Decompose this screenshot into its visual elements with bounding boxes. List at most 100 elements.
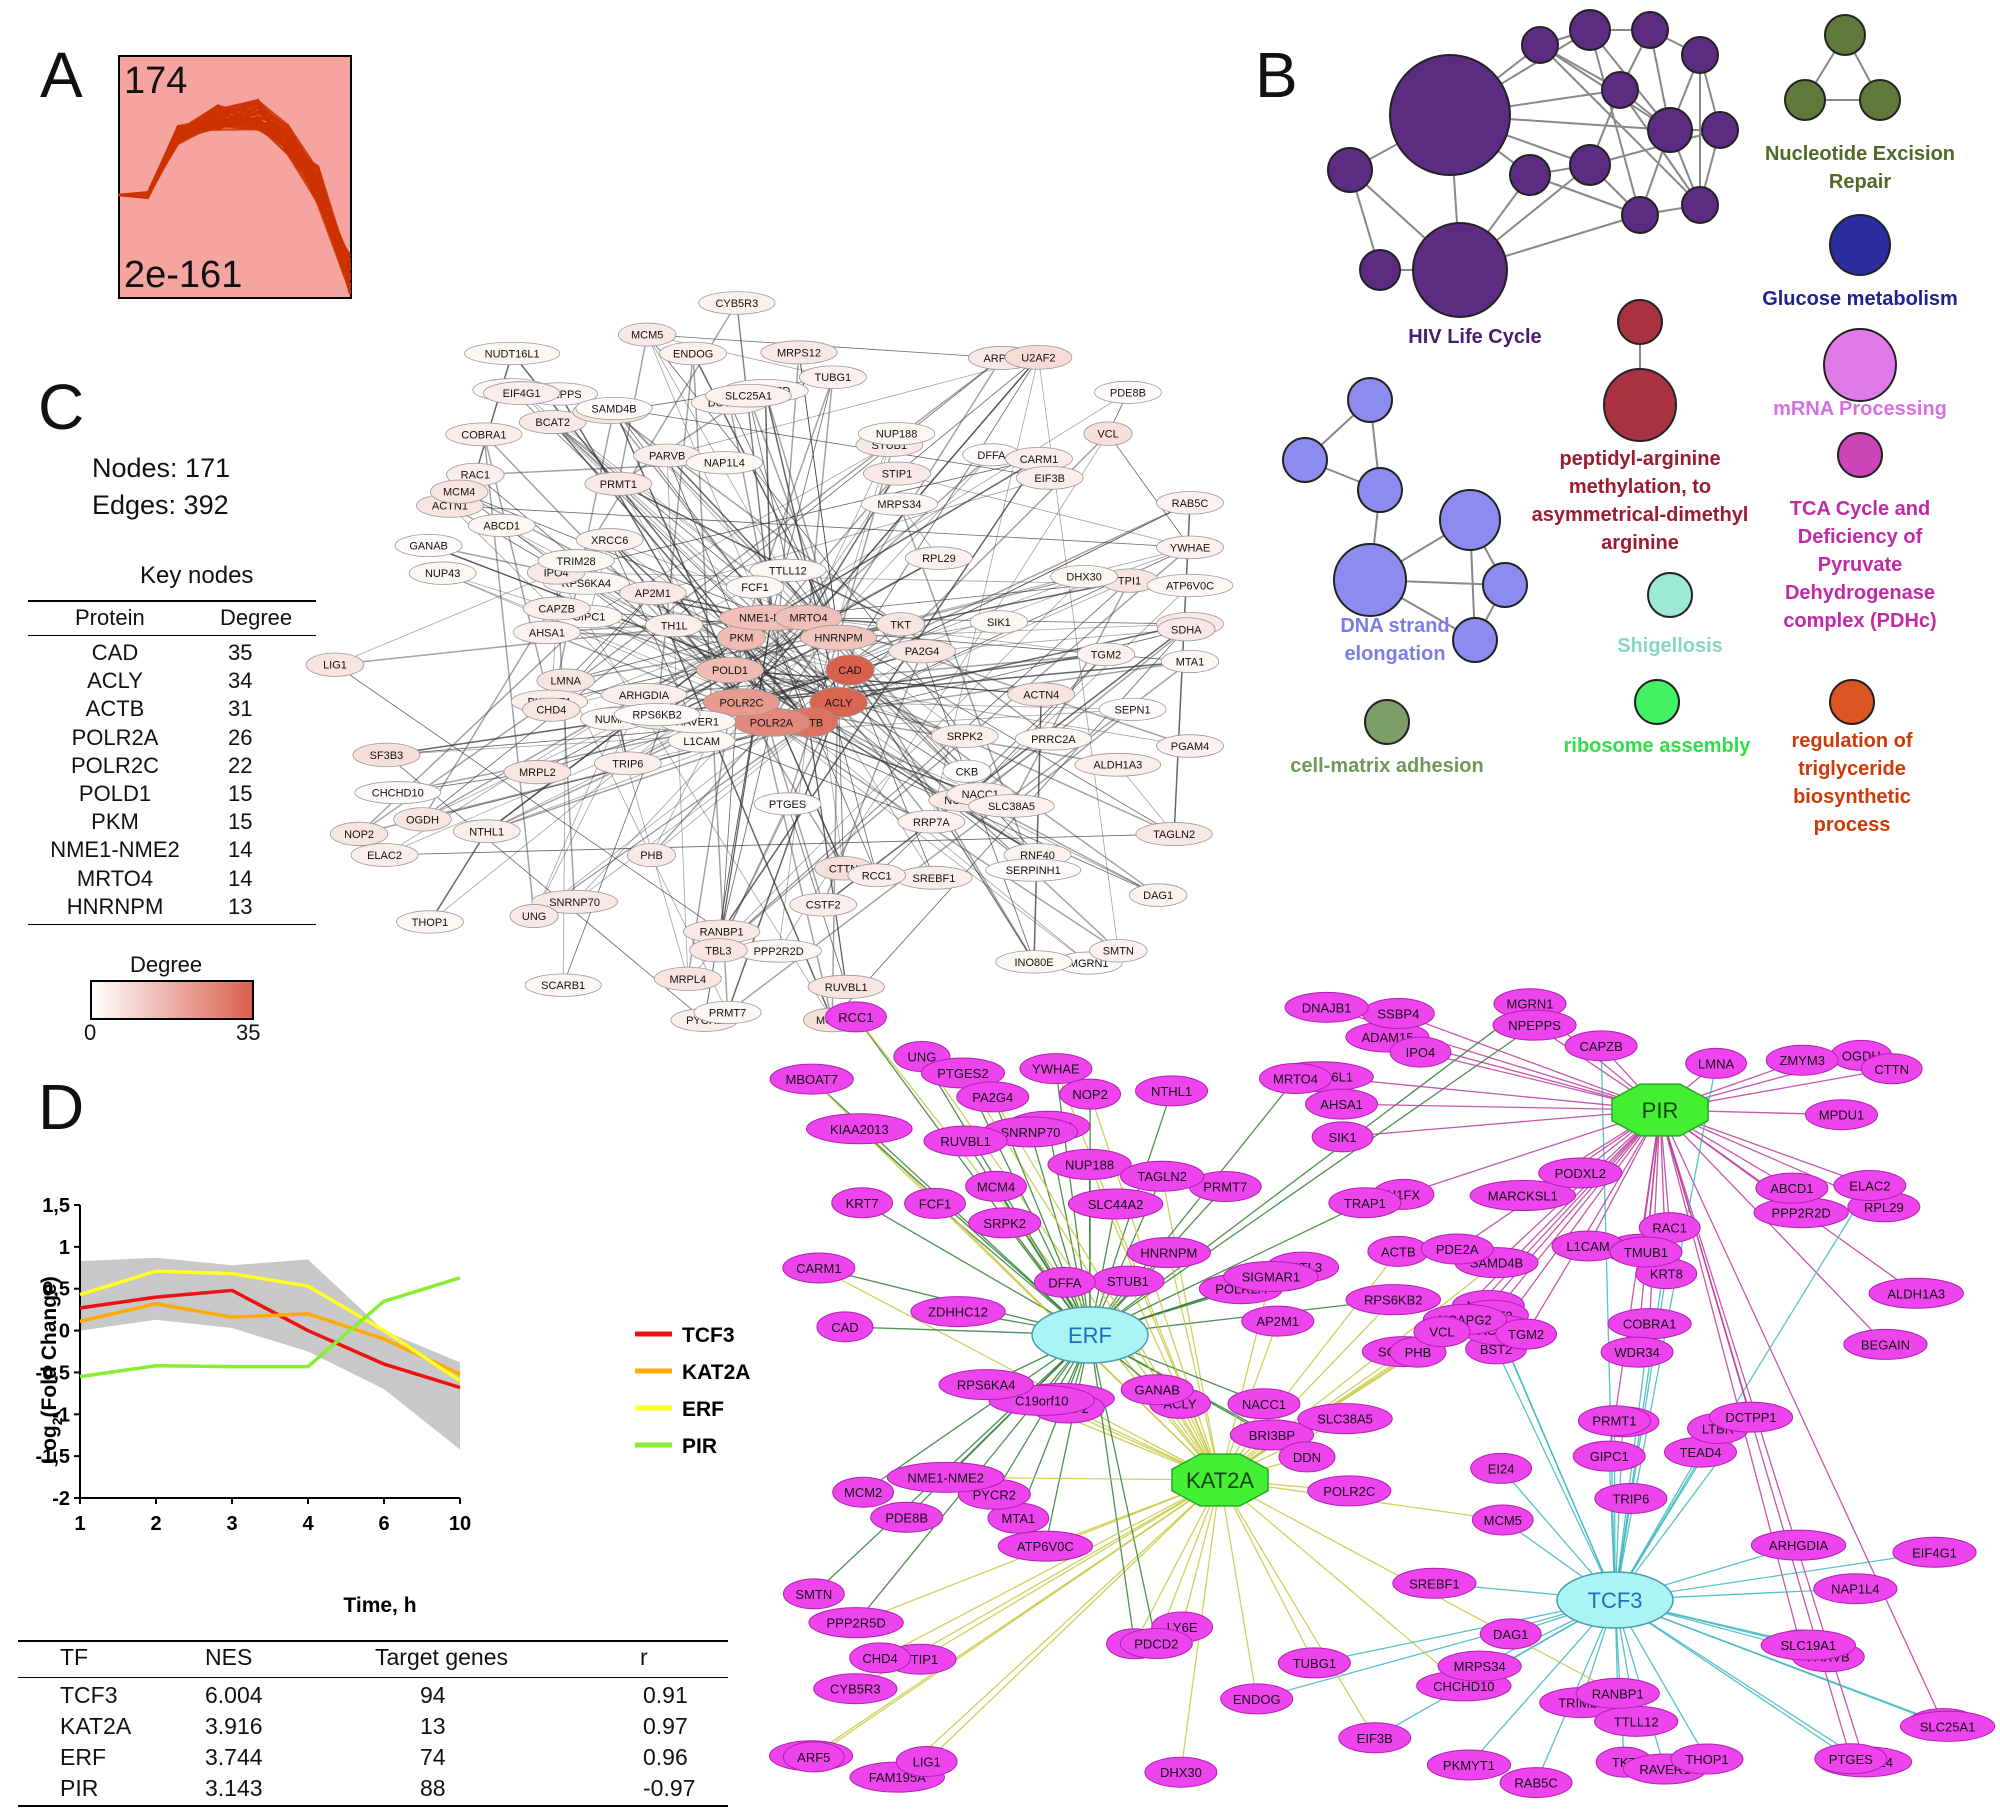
target-node: AP2M1	[1241, 1305, 1315, 1337]
network-node-label: SREBF1	[913, 873, 956, 885]
network-edge	[896, 473, 1191, 548]
tf-edge	[1219, 1479, 1376, 1739]
network-node: COBRA1	[445, 422, 523, 447]
target-node-label: LIG1	[913, 1754, 941, 1769]
target-node-label: SREBF1	[1409, 1576, 1460, 1591]
network-node: TKT	[876, 612, 926, 637]
network-edge	[334, 572, 557, 666]
network-node: TH1L	[644, 613, 704, 638]
network-edge	[808, 722, 847, 987]
network-node: MCM5	[617, 322, 677, 347]
profile-traces	[117, 98, 352, 295]
legend-label: ERF	[682, 1398, 724, 1421]
network-edge	[613, 408, 731, 671]
network-node: CHD4	[522, 697, 581, 722]
target-node: PDE8B	[870, 1501, 944, 1533]
target-node: PKMYT1	[1426, 1749, 1512, 1781]
network-node: PDE8B	[1094, 380, 1162, 404]
target-node-label: NME1-NME2	[907, 1470, 984, 1485]
network-node-label: CSTF2	[806, 900, 841, 912]
target-node-label: ATP6V0C	[1017, 1539, 1074, 1554]
tf-edge	[1219, 1299, 1394, 1481]
table-top-rule	[28, 600, 316, 602]
key-node-degree: 22	[228, 752, 253, 778]
target-node: MCM4	[965, 1170, 1027, 1202]
panel-letter-b: B	[1255, 39, 1298, 111]
target-node: ELAC2	[1833, 1170, 1907, 1202]
network-edge	[771, 721, 1119, 952]
key-node-protein: POLR2C	[70, 752, 160, 778]
tf-cell-name: PIR	[60, 1775, 99, 1801]
target-node: NAP1L4	[1813, 1573, 1898, 1605]
target-node: ACTB	[1367, 1235, 1430, 1267]
target-node-label: MGRN1	[1507, 997, 1554, 1012]
tf-hub-tcf3: TCF3	[1556, 1571, 1674, 1629]
target-node-label: KRT7	[846, 1196, 879, 1211]
target-node: IPO4	[1389, 1036, 1452, 1068]
network-edge	[643, 653, 1107, 696]
network-edge	[486, 721, 809, 832]
target-node-label: FCF1	[919, 1196, 952, 1211]
target-node-label: CAPZB	[1579, 1039, 1622, 1054]
target-node-label: PDCD2	[1134, 1637, 1178, 1652]
network-node: TRIM28	[537, 549, 615, 573]
target-node-label: SIGMAR1	[1242, 1270, 1301, 1285]
target-node: MBOAT7	[769, 1063, 854, 1095]
target-node-label: CYB5R3	[830, 1682, 881, 1697]
target-node: TGM2	[1495, 1318, 1557, 1350]
target-node-label: ARF5	[797, 1750, 830, 1765]
network-node: NUP188	[858, 422, 936, 446]
tf-edge	[1089, 1334, 1157, 1644]
target-node-label: PRMT7	[1203, 1180, 1247, 1195]
target-node: NACC1	[1227, 1388, 1301, 1420]
target-node-label: PPP2R2D	[1772, 1206, 1831, 1221]
tf-edge	[1133, 1479, 1221, 1645]
target-node-label: PDE8B	[885, 1510, 928, 1525]
network-node-label: CAPZB	[538, 604, 575, 616]
network-node: SNRNP70	[531, 889, 618, 914]
network-edge	[533, 702, 839, 917]
tf-cell-targets: 88	[420, 1775, 446, 1801]
target-node: CHD4	[849, 1642, 911, 1674]
target-node-label: ABCD1	[1770, 1181, 1813, 1196]
target-node-label: MCM5	[1484, 1513, 1522, 1528]
target-node: TTLL12	[1594, 1705, 1679, 1737]
target-node-label: CHD4	[862, 1651, 897, 1666]
cluster-label-dna-2: elongation	[1344, 643, 1445, 665]
target-node: CYB5R3	[813, 1673, 898, 1705]
network-node-label: BCAT2	[535, 417, 570, 429]
network-node-label: MRTO4	[789, 613, 827, 625]
network-node-label: SF3B3	[370, 750, 404, 762]
cluster-label-cell-matrix: cell-matrix adhesion	[1290, 755, 1483, 777]
network-node: THOP1	[396, 910, 464, 934]
network-node-label: CKB	[956, 766, 979, 778]
network-edge	[422, 637, 742, 820]
legend-label: KAT2A	[682, 1361, 750, 1384]
network-edge	[729, 402, 839, 638]
network-edge	[721, 637, 742, 932]
target-node-label: RPS6KB2	[1364, 1293, 1423, 1308]
target-node-label: PRMT1	[1592, 1414, 1636, 1429]
network-edge	[646, 334, 809, 723]
network-node-label: PARVB	[649, 450, 685, 462]
target-node-label: MRPS34	[1454, 1659, 1506, 1674]
cluster-label-dna-1: DNA strand	[1340, 615, 1449, 637]
tf-edge	[1168, 1252, 1221, 1481]
network-node: L1CAM	[667, 729, 736, 753]
target-node-label: BST2	[1480, 1342, 1513, 1357]
target-node: PDE2A	[1420, 1233, 1494, 1265]
tf-header-targets: Target genes	[375, 1644, 508, 1670]
target-node-label: KRT8	[1650, 1267, 1683, 1282]
target-node-label: ZDHHC12	[928, 1305, 988, 1320]
network-node: SLC38A5	[968, 794, 1055, 818]
degree-legend-bar	[90, 980, 254, 1020]
network-node: PGAM4	[1156, 734, 1224, 758]
network-edge	[556, 458, 1040, 573]
std-band-area	[80, 1257, 460, 1450]
network-edge	[808, 454, 992, 619]
network-node-label: POLR2A	[750, 717, 794, 729]
key-node-protein: CAD	[91, 640, 139, 665]
network-node-label: MRPS34	[877, 499, 921, 511]
target-node-label: ZMYM3	[1779, 1053, 1825, 1068]
